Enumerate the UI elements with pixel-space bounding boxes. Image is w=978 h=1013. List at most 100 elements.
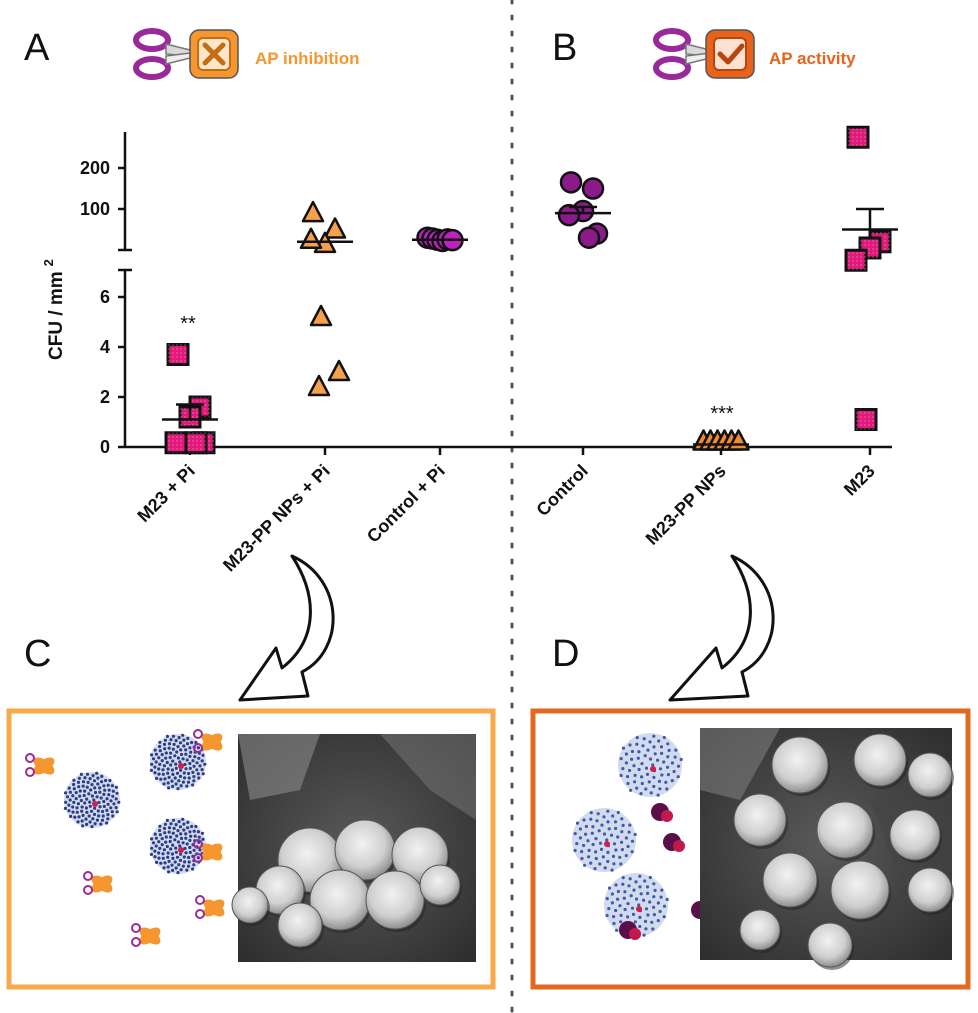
sem-cell: [907, 867, 953, 913]
nanoparticle-dot: [619, 773, 623, 778]
data-point-texture: [846, 250, 866, 271]
nanoparticle-dot: [203, 762, 207, 766]
nanoparticle-dot: [175, 771, 180, 775]
nanoparticle-dot: [657, 739, 661, 743]
nanoparticle-dot: [181, 864, 185, 868]
nanoparticle-dot: [167, 742, 172, 746]
nanoparticle-dot: [623, 890, 627, 894]
nanoparticle-dot: [192, 779, 196, 783]
bacterial-fragment: [673, 840, 685, 852]
nanoparticle-dot: [674, 748, 678, 752]
nanoparticle-dot: [188, 838, 192, 843]
nanoparticle-dot: [67, 786, 71, 790]
nanoparticle-dot: [186, 736, 190, 741]
nanoparticle-dot: [644, 766, 649, 770]
nanoparticle-dot: [643, 919, 648, 924]
nanoparticle-dot: [660, 751, 664, 756]
nanoparticle-dot: [161, 768, 165, 772]
sem-cell: [739, 909, 781, 951]
nanoparticle-dot: [179, 784, 183, 788]
ap-inhibition-title: AP inhibition: [255, 49, 360, 68]
nanoparticle-dot: [647, 780, 651, 784]
y-tick-label: 6: [100, 287, 110, 307]
nanoparticle-dot: [607, 827, 611, 831]
y-tick-label: 0: [100, 437, 110, 457]
nanoparticle-dot: [649, 791, 653, 795]
nanoparticle-dot: [183, 846, 187, 851]
nanoparticle-dot: [626, 902, 630, 906]
nanoparticle-dot: [197, 776, 201, 780]
nanoparticle-dot: [179, 868, 183, 872]
nanoparticle-dot: [662, 735, 666, 740]
scissor-handle: [25, 767, 35, 777]
nanoparticle-dot: [181, 841, 185, 845]
nanoparticle-dot: [633, 780, 637, 784]
nanoparticle-dot: [614, 826, 618, 831]
nanoparticle-dot: [159, 777, 163, 781]
nanoparticle-dot: [623, 907, 627, 912]
nanoparticle-dot: [595, 819, 599, 823]
nanoparticle-dot: [656, 901, 661, 905]
nanoparticle-dot: [114, 797, 118, 801]
nanoparticle-dot: [109, 806, 113, 810]
nanoparticle-dot: [196, 856, 200, 860]
nanoparticle-dot: [192, 848, 196, 852]
nanoparticle-dot: [192, 863, 196, 867]
nanoparticle-dot: [182, 738, 186, 742]
nanoparticle-dot: [171, 818, 176, 822]
nanoparticle-dot: [624, 761, 629, 765]
nanoparticle-dot: [621, 746, 626, 750]
y-axis: [118, 132, 132, 447]
nanoparticle-dot: [163, 822, 167, 826]
nanoparticle-dot: [637, 750, 641, 754]
nanoparticle-dot: [603, 866, 607, 870]
nanoparticle-dot: [627, 884, 631, 888]
scissor-handle: [193, 853, 203, 863]
nanoparticle-dot: [174, 823, 178, 827]
nanoparticle-dot: [111, 789, 115, 793]
nanoparticle-dot: [69, 814, 73, 819]
nanoparticle-dot: [631, 912, 636, 917]
nanoparticle-dot: [157, 856, 161, 860]
nanoparticle-dot: [624, 752, 629, 756]
nanoparticle-dot: [200, 768, 204, 772]
data-point-triangle: [309, 304, 333, 327]
nanoparticle-dot: [111, 794, 115, 798]
nanoparticle-dot: [640, 775, 644, 779]
nanoparticle-dot: [176, 745, 180, 749]
nanoparticle-dot: [633, 920, 637, 924]
nanoparticle-dot: [182, 822, 186, 826]
nanoparticle-dot: [154, 844, 158, 848]
nanoparticle-dot: [85, 772, 90, 776]
nanoparticle-dot: [656, 919, 660, 923]
nanoparticle-dot: [95, 771, 99, 775]
nanoparticle-dot: [76, 820, 80, 824]
enzyme-lobe: [91, 875, 113, 893]
nanoparticle-dot: [89, 809, 94, 813]
nanoparticle-dot: [63, 806, 67, 811]
nanoparticle-dot: [624, 836, 629, 840]
nanoparticle-dot: [627, 830, 631, 834]
nanoparticle-dot: [605, 913, 609, 918]
panel-c-illustration: [25, 729, 225, 947]
nanoparticle-dot: [633, 773, 637, 778]
nanoparticle-dot: [188, 830, 192, 834]
nanoparticle-dot: [186, 742, 190, 746]
nanoparticle-dot: [161, 772, 165, 776]
nanoparticle-dot: [175, 834, 179, 838]
nanoparticle-dot: [100, 780, 104, 784]
nanoparticle-dot: [101, 814, 105, 818]
nanoparticle-dot: [614, 848, 618, 852]
nanoparticle-dot: [175, 750, 179, 754]
nanoparticle-dot: [71, 794, 75, 798]
nanoparticle-dot: [653, 888, 657, 893]
nanoparticle-dot: [622, 896, 626, 900]
nanoparticle-dot: [648, 900, 652, 904]
nanoparticle-core: [604, 841, 610, 847]
nanoparticle-dot: [88, 820, 92, 824]
nanoparticle-dot: [191, 759, 195, 763]
nanoparticle-dot: [195, 761, 199, 765]
nanoparticle-dot: [103, 788, 107, 792]
nanoparticle-dot: [642, 898, 646, 902]
nanoparticle-dot: [158, 828, 162, 833]
